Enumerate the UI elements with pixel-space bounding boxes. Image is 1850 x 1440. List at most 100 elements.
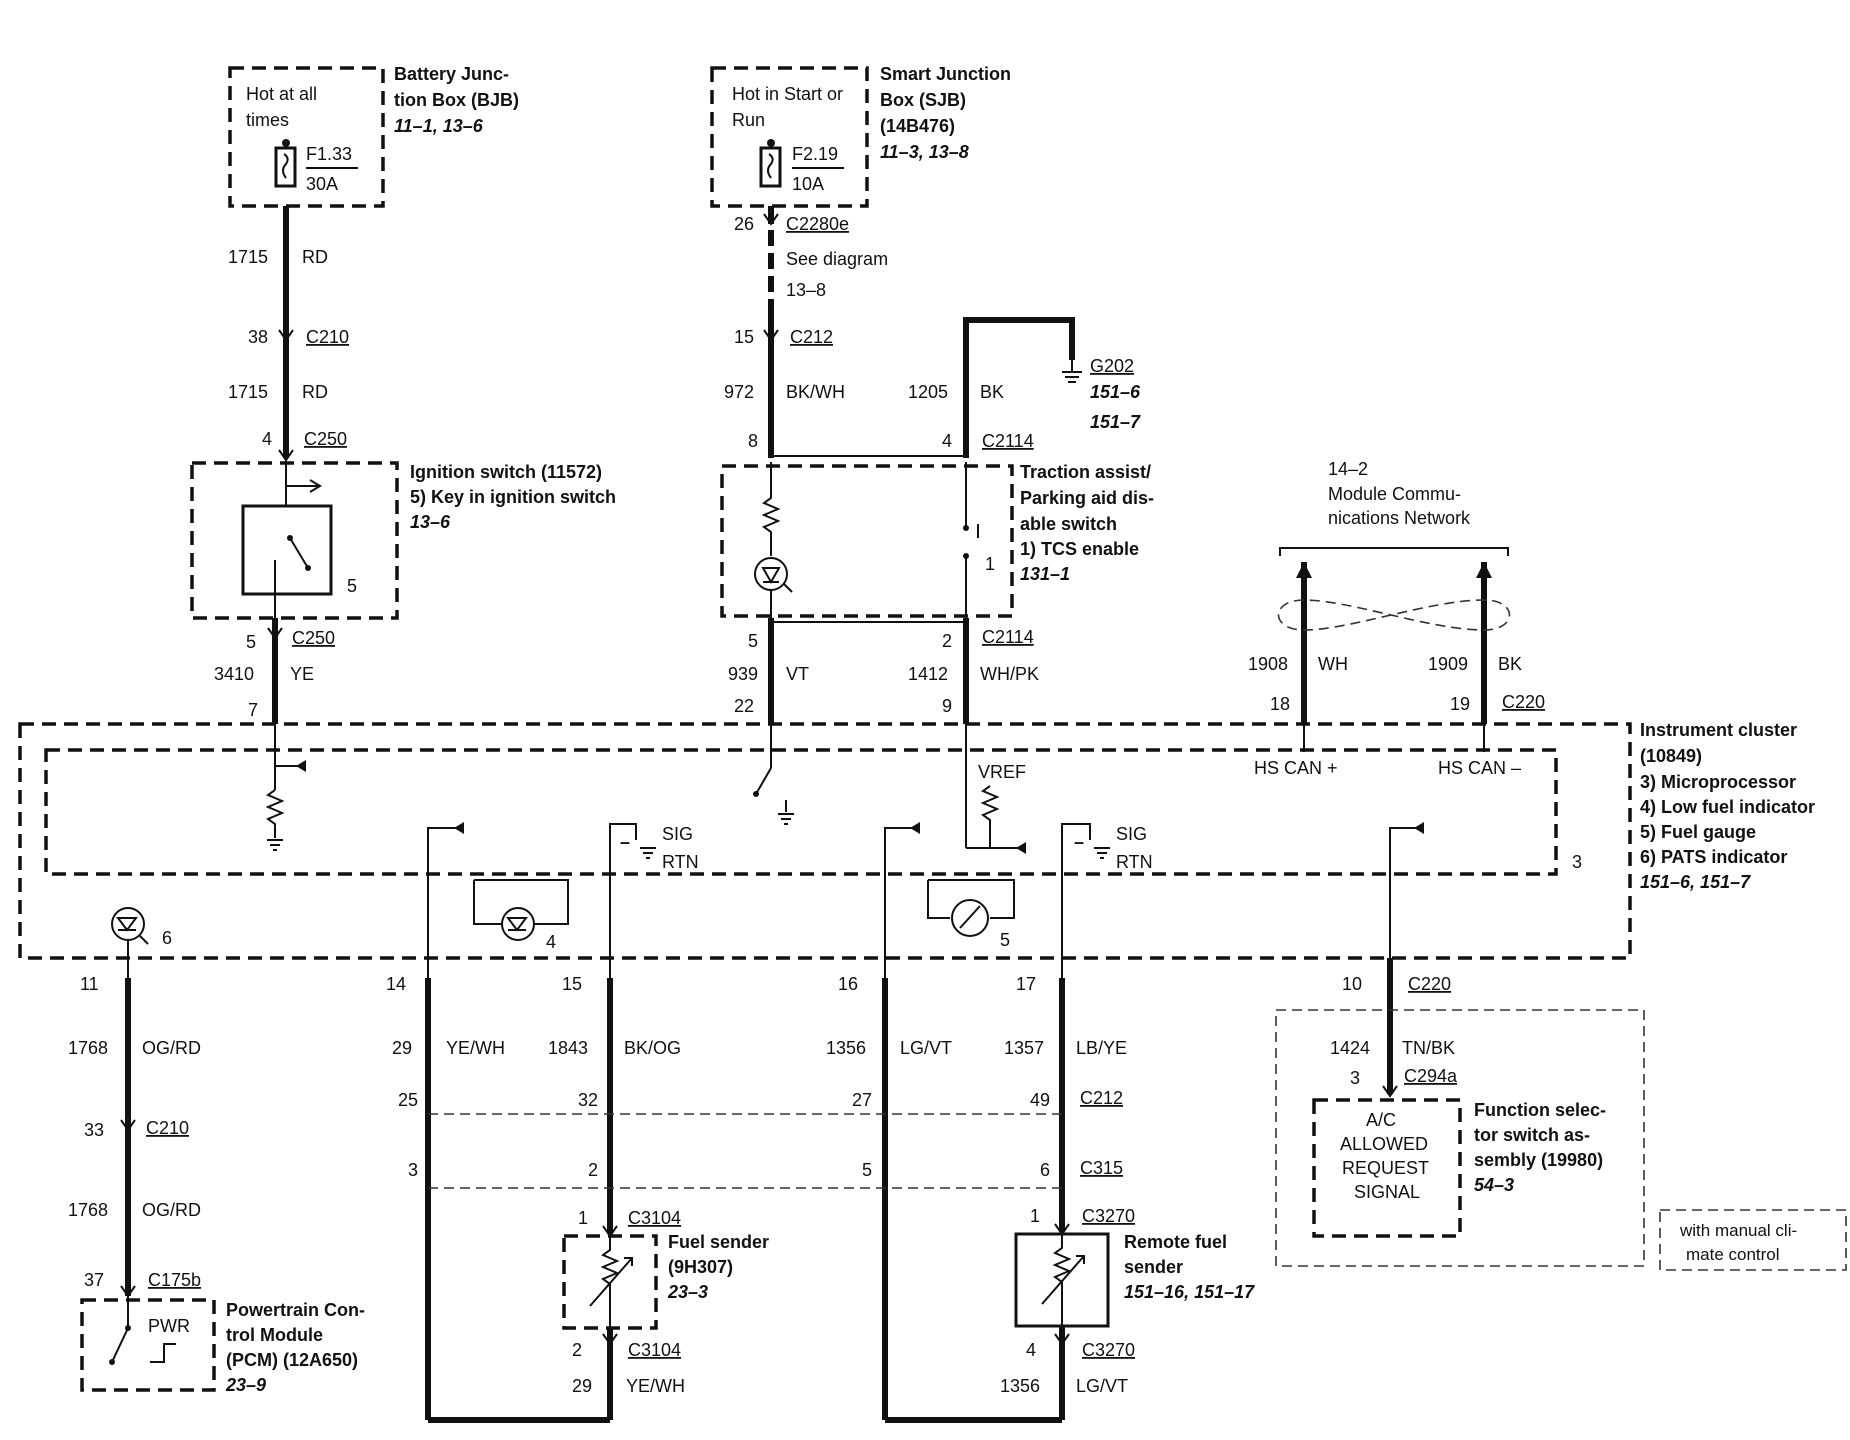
arrow-left-vref-icon — [1016, 842, 1026, 854]
twisted-pair-icon — [1277, 599, 1511, 631]
traction-name-l1: Traction assist/ — [1020, 462, 1151, 482]
pin-37: 37 — [84, 1270, 104, 1290]
ignition-switch-icon — [241, 504, 333, 596]
color-ogrd-b: OG/RD — [142, 1200, 201, 1220]
remote-name-l1: Remote fuel — [1124, 1232, 1227, 1252]
remote-sender-resistor-icon — [1052, 1234, 1072, 1326]
pin-10: 10 — [1342, 974, 1362, 994]
pin-15-b: 15 — [562, 974, 582, 994]
wire-1768-b: 1768 — [68, 1200, 108, 1220]
pin-3-c294a: 3 — [1350, 1068, 1360, 1088]
func-name-l2: tor switch as- — [1474, 1125, 1590, 1145]
fuel-sender-resistor-icon — [600, 1236, 620, 1328]
rtn-label-2: RTN — [1116, 852, 1153, 872]
ignition-switch-box — [190, 461, 399, 620]
bjb-ref: 11–1, 13–6 — [394, 116, 484, 136]
func-name-l3: sembly (19980) — [1474, 1150, 1603, 1170]
bjb-fuse-amp: 30A — [306, 174, 338, 194]
traction-num-1: 1 — [985, 554, 995, 574]
can-name-l1: Module Commu- — [1328, 484, 1461, 504]
sjb-hot-l2: Run — [732, 110, 765, 130]
pin-2-c315: 2 — [588, 1160, 598, 1180]
conn-c3270-b: C3270 — [1082, 1340, 1135, 1360]
arrow-left-10-icon — [1414, 822, 1424, 834]
ground-g202: G202 — [1090, 356, 1134, 376]
manual-climate-box — [1275, 1009, 1645, 1267]
sjb-name-l2: Box (SJB) — [880, 90, 966, 110]
bjb-box — [228, 66, 385, 208]
cluster-num-4: 4 — [546, 932, 556, 952]
remote-ref: 151–16, 151–17 — [1124, 1282, 1255, 1302]
pcm-name-l1: Powertrain Con- — [226, 1300, 365, 1320]
ground-sig1-icon — [640, 847, 656, 859]
bjb-fuse-label: F1.33 — [306, 144, 352, 164]
color-rd-b: RD — [302, 382, 328, 402]
arrow-c210b-icon — [120, 1119, 136, 1132]
conn-c315: C315 — [1080, 1158, 1123, 1178]
wire-972: 972 — [724, 382, 754, 402]
wire-1357: 1357 — [1004, 1038, 1044, 1058]
pin-33: 33 — [84, 1120, 104, 1140]
see-diagram: See diagram — [786, 249, 888, 269]
fuel-wire-29: 29 — [572, 1376, 592, 1396]
color-ogrd-a: OG/RD — [142, 1038, 201, 1058]
color-whpk: WH/PK — [980, 664, 1039, 684]
microprocessor-box — [44, 748, 1558, 876]
cluster-name-l2: (10849) — [1640, 746, 1702, 766]
conn-c250-a: C250 — [304, 429, 347, 449]
fuel-pin-2: 2 — [572, 1340, 582, 1360]
conn-c3270-a: C3270 — [1082, 1206, 1135, 1226]
cluster-num-3: 3 — [1572, 852, 1582, 872]
arrow-c212-icon — [763, 329, 779, 342]
traction-ref: 131–1 — [1020, 564, 1070, 584]
color-lbye: LB/YE — [1076, 1038, 1127, 1058]
color-vt: VT — [786, 664, 809, 684]
minus-sig-1: – — [620, 832, 630, 852]
vref-resistor-icon — [980, 785, 1022, 849]
ign-key: 5) Key in ignition switch — [410, 487, 616, 507]
conn-c212-b: C212 — [1080, 1088, 1123, 1108]
func-signal-l1: A/C — [1366, 1110, 1396, 1130]
pin-8: 8 — [748, 431, 758, 451]
conn-c175b: C175b — [148, 1270, 201, 1290]
pcm-name-l2: trol Module — [226, 1325, 323, 1345]
ground-trac-icon — [778, 813, 794, 825]
remote-pin-4: 4 — [1026, 1340, 1036, 1360]
arrow-c3270b-icon — [1054, 1333, 1070, 1346]
pin-6-c315: 6 — [1040, 1160, 1050, 1180]
traction-name-l2: Parking aid dis- — [1020, 488, 1154, 508]
sjb-name-l1: Smart Junction — [880, 64, 1011, 84]
pin-14: 14 — [386, 974, 406, 994]
can-bracket — [1279, 547, 1509, 556]
color-bk-can: BK — [1498, 654, 1522, 674]
color-yewh-a: YE/WH — [446, 1038, 505, 1058]
traction-name-l3: able switch — [1020, 514, 1117, 534]
color-ye: YE — [290, 664, 314, 684]
pin-49: 49 — [1030, 1090, 1050, 1110]
ground-ign-icon — [267, 839, 283, 851]
pin-27: 27 — [852, 1090, 872, 1110]
pin-4-c250: 4 — [262, 429, 272, 449]
pin-2-trac: 2 — [942, 631, 952, 651]
fuel-name-l2: (9H307) — [668, 1257, 733, 1277]
can-ref: 14–2 — [1328, 459, 1368, 479]
arrow-up-can-plus-icon — [1296, 562, 1312, 578]
ign-ref: 13–6 — [410, 512, 451, 532]
wire-1205-num: 1205 — [908, 382, 948, 402]
pin-38: 38 — [248, 327, 268, 347]
minus-sig-2: – — [1074, 832, 1084, 852]
fuel-pin-1: 1 — [578, 1208, 588, 1228]
pin-17: 17 — [1016, 974, 1036, 994]
color-bkog: BK/OG — [624, 1038, 681, 1058]
cluster-num-5: 5 — [1000, 930, 1010, 950]
sjb-name-l3: (14B476) — [880, 116, 955, 136]
fuse-f133-icon — [274, 139, 297, 188]
func-signal-l3: REQUEST — [1342, 1158, 1429, 1178]
wire-29-a: 29 — [392, 1038, 412, 1058]
rtn-label-1: RTN — [662, 852, 699, 872]
wire-1424: 1424 — [1330, 1038, 1370, 1058]
ground-ref-2: 151–7 — [1090, 412, 1141, 432]
sjb-fuse-label: F2.19 — [792, 144, 838, 164]
cluster-num-6: 6 — [162, 928, 172, 948]
remote-pin-1: 1 — [1030, 1206, 1040, 1226]
